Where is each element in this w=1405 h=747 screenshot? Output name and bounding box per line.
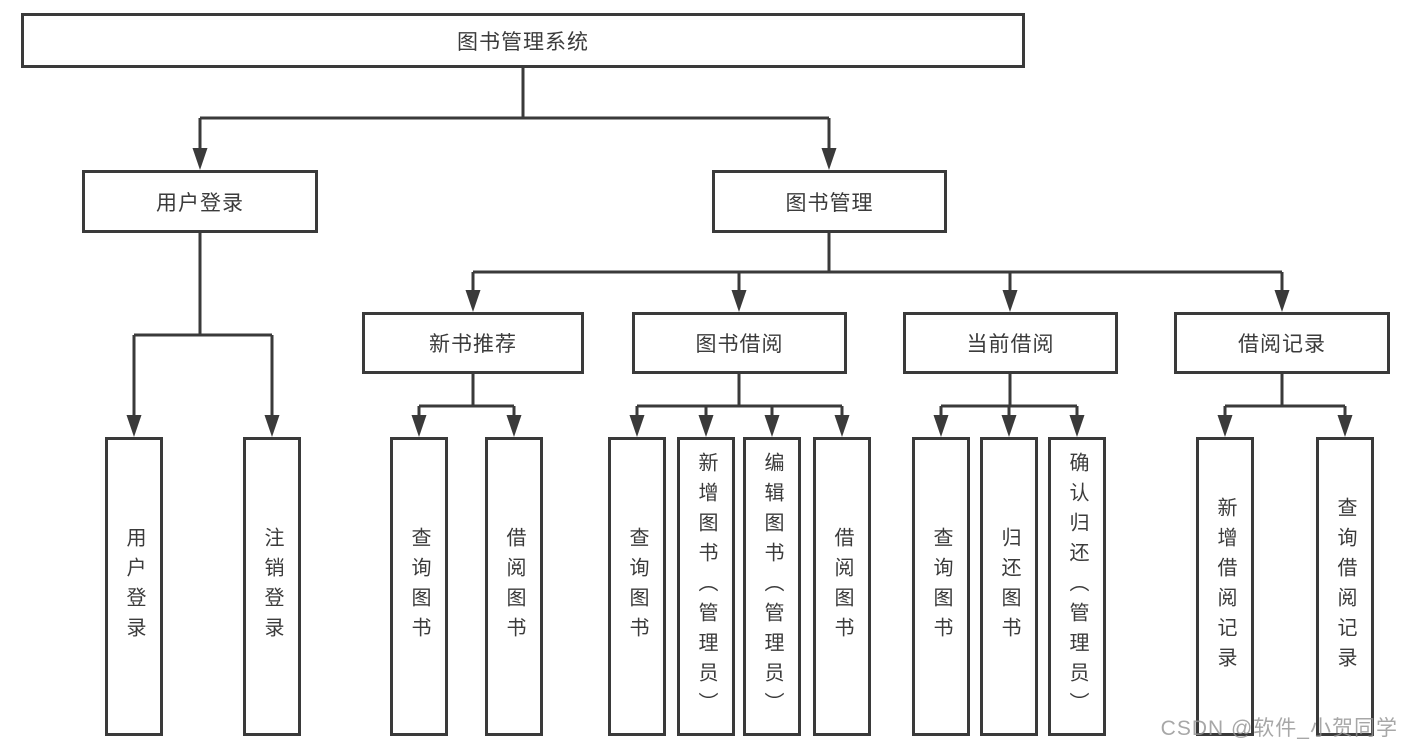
leaf-borrow-books-1-label: 借阅图书 (503, 526, 525, 647)
leaf-query-books-1: 查询图书 (390, 437, 448, 736)
leaf-edit-book-admin: 编辑图书（管理员） (743, 437, 801, 736)
leaf-borrow-books-2-label: 借阅图书 (831, 526, 853, 647)
node-new-book-recommendation-label: 新书推荐 (429, 333, 517, 356)
node-current-borrowing: 当前借阅 (903, 312, 1118, 374)
node-current-borrowing-label: 当前借阅 (966, 333, 1055, 356)
arrowheads (126, 148, 1353, 437)
leaf-query-books-3-label: 查询图书 (930, 526, 952, 647)
leaf-logout-login-label: 注销登录 (261, 526, 283, 647)
node-library-system-label: 图书管理系统 (457, 30, 589, 54)
leaf-logout-login: 注销登录 (243, 437, 301, 736)
leaf-user-login-label: 用户登录 (123, 526, 145, 647)
csdn-watermark: CSDN @软件_小贺同学 (1160, 717, 1398, 740)
leaf-return-books-label: 归还图书 (998, 526, 1020, 647)
node-book-management-label: 图书管理 (785, 191, 874, 215)
node-user-login: 用户登录 (82, 170, 318, 233)
leaf-confirm-return-admin: 确认归还（管理员） (1048, 437, 1106, 736)
leaf-borrow-books-1: 借阅图书 (485, 437, 543, 736)
leaf-borrow-books-2: 借阅图书 (813, 437, 871, 736)
leaf-add-book-admin: 新增图书（管理员） (677, 437, 735, 736)
leaf-query-books-1-label: 查询图书 (408, 526, 430, 647)
leaf-confirm-return-admin-label: 确认归还（管理员） (1066, 451, 1088, 722)
leaf-return-books: 归还图书 (980, 437, 1038, 736)
node-borrowing-records: 借阅记录 (1174, 312, 1390, 374)
leaf-query-books-2: 查询图书 (608, 437, 666, 736)
node-new-book-recommendation: 新书推荐 (362, 312, 584, 374)
leaf-query-borrow-record-label: 查询借阅记录 (1334, 496, 1356, 677)
leaf-user-login: 用户登录 (105, 437, 163, 736)
node-borrowing-records-label: 借阅记录 (1238, 333, 1326, 356)
leaf-edit-book-admin-label: 编辑图书（管理员） (761, 451, 783, 722)
leaf-add-book-admin-label: 新增图书（管理员） (695, 451, 717, 722)
leaf-add-borrow-record-label: 新增借阅记录 (1214, 496, 1236, 677)
leaf-query-borrow-record: 查询借阅记录 (1316, 437, 1374, 736)
node-library-system: 图书管理系统 (21, 13, 1025, 68)
leaf-query-books-3: 查询图书 (912, 437, 970, 736)
leaf-add-borrow-record: 新增借阅记录 (1196, 437, 1254, 736)
node-user-login-label: 用户登录 (156, 191, 244, 215)
leaf-query-books-2-label: 查询图书 (626, 526, 648, 647)
node-book-management: 图书管理 (712, 170, 947, 233)
node-book-borrowing-label: 图书借阅 (695, 333, 784, 356)
node-book-borrowing: 图书借阅 (632, 312, 847, 374)
